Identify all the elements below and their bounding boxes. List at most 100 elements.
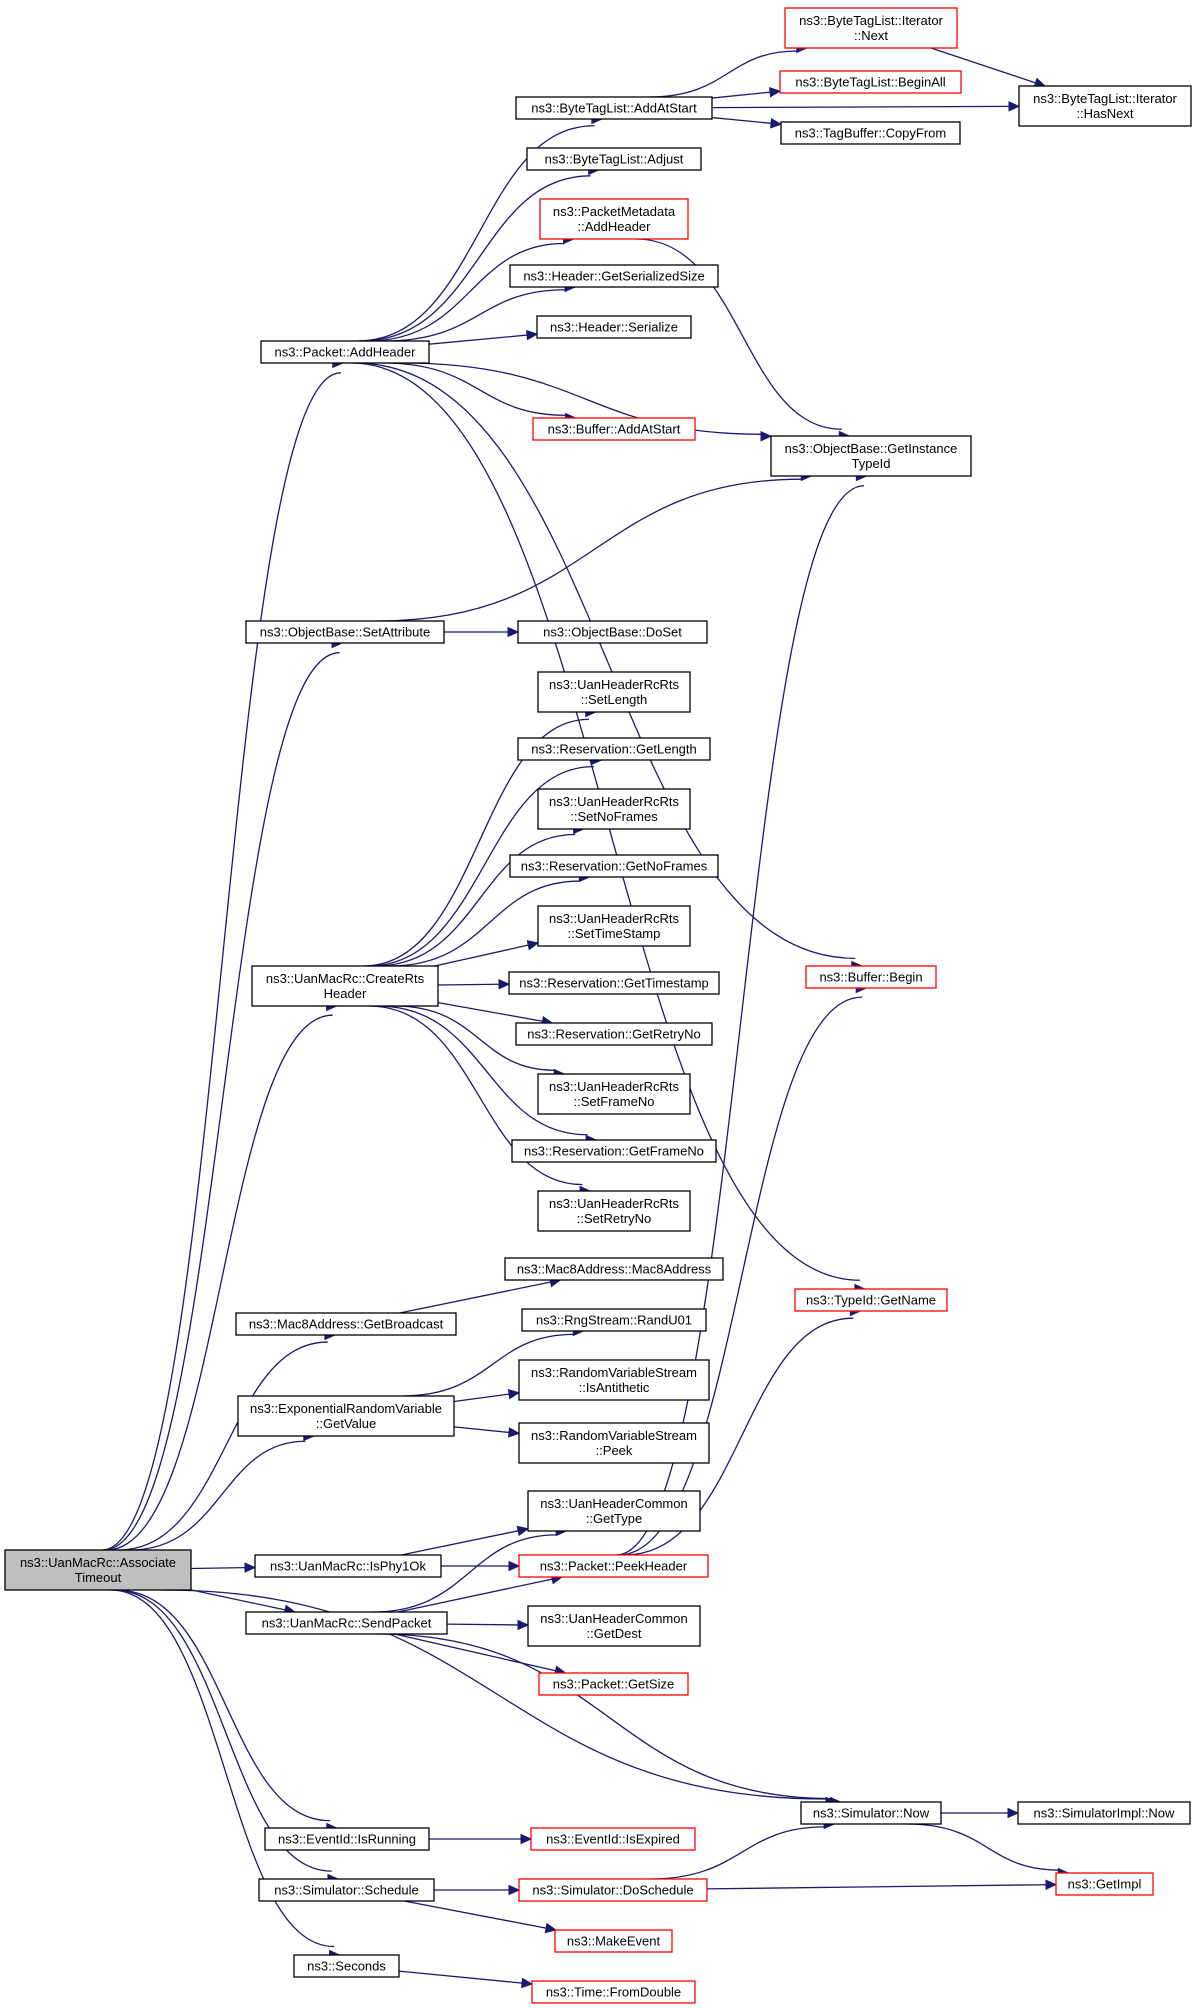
node-box[interactable] xyxy=(509,854,719,878)
node-packetgetsize[interactable]: ns3::Packet::GetSize xyxy=(538,1672,689,1696)
node-box[interactable] xyxy=(293,1954,400,1978)
node-setlength[interactable]: ns3::UanHeaderRcRts::SetLength xyxy=(537,671,691,713)
node-box[interactable] xyxy=(235,1312,457,1336)
node-box[interactable] xyxy=(1018,85,1192,127)
node-getnoframes[interactable]: ns3::Reservation::GetNoFrames xyxy=(509,854,719,878)
node-peekheader[interactable]: ns3::Packet::PeekHeader xyxy=(518,1554,709,1578)
node-box[interactable] xyxy=(518,1359,710,1401)
node-iternext[interactable]: ns3::ByteTagList::Iterator::Next xyxy=(784,7,958,49)
node-box[interactable] xyxy=(784,7,958,49)
node-isexpired[interactable]: ns3::EventId::IsExpired xyxy=(530,1827,696,1851)
node-box[interactable] xyxy=(258,1878,435,1902)
node-mac8address[interactable]: ns3::Mac8Address::Mac8Address xyxy=(504,1257,724,1281)
node-expgetvalue[interactable]: ns3::ExponentialRandomVariable::GetValue xyxy=(237,1395,455,1437)
node-adjust[interactable]: ns3::ByteTagList::Adjust xyxy=(526,147,702,171)
node-getframeno[interactable]: ns3::Reservation::GetFrameNo xyxy=(511,1139,717,1163)
node-box[interactable] xyxy=(770,435,972,477)
node-randu01[interactable]: ns3::RngStream::RandU01 xyxy=(521,1308,707,1332)
node-box[interactable] xyxy=(794,1288,948,1312)
node-box[interactable] xyxy=(509,264,719,288)
node-box[interactable] xyxy=(805,965,937,989)
node-rvspeek[interactable]: ns3::RandomVariableStream::Peek xyxy=(518,1422,710,1464)
node-box[interactable] xyxy=(504,1257,724,1281)
node-makeevent[interactable]: ns3::MakeEvent xyxy=(554,1929,673,1953)
node-box[interactable] xyxy=(537,1073,691,1115)
node-box[interactable] xyxy=(539,198,689,240)
node-getretryno[interactable]: ns3::Reservation::GetRetryNo xyxy=(515,1022,713,1046)
node-box[interactable] xyxy=(1017,1801,1191,1825)
node-box[interactable] xyxy=(518,1878,708,1902)
node-pmaddheader[interactable]: ns3::PacketMetadata::AddHeader xyxy=(539,198,689,240)
node-typeidgetname[interactable]: ns3::TypeId::GetName xyxy=(794,1288,948,1312)
node-seconds[interactable]: ns3::Seconds xyxy=(293,1954,400,1978)
node-doset[interactable]: ns3::ObjectBase::DoSet xyxy=(517,620,708,644)
node-box[interactable] xyxy=(254,1554,442,1578)
node-box[interactable] xyxy=(537,788,691,830)
node-setnoframes[interactable]: ns3::UanHeaderRcRts::SetNoFrames xyxy=(537,788,691,830)
node-box[interactable] xyxy=(532,417,696,441)
node-commongettype[interactable]: ns3::UanHeaderCommon::GetType xyxy=(527,1490,701,1532)
node-commongetdest[interactable]: ns3::UanHeaderCommon::GetDest xyxy=(527,1605,701,1647)
node-copyfrom[interactable]: ns3::TagBuffer::CopyFrom xyxy=(780,121,961,145)
node-bufaddatstart[interactable]: ns3::Buffer::AddAtStart xyxy=(532,417,696,441)
node-box[interactable] xyxy=(245,1611,448,1635)
node-box[interactable] xyxy=(4,1549,192,1591)
node-addatstart[interactable]: ns3::ByteTagList::AddAtStart xyxy=(515,96,713,120)
node-isrunning[interactable]: ns3::EventId::IsRunning xyxy=(264,1827,430,1851)
node-setretryno[interactable]: ns3::UanHeaderRcRts::SetRetryNo xyxy=(537,1190,691,1232)
node-box[interactable] xyxy=(800,1801,942,1825)
node-simschedule[interactable]: ns3::Simulator::Schedule xyxy=(258,1878,435,1902)
node-box[interactable] xyxy=(531,1980,696,2004)
node-box[interactable] xyxy=(260,340,430,364)
node-box[interactable] xyxy=(515,1022,713,1046)
node-box[interactable] xyxy=(515,96,713,120)
node-getbroadcast[interactable]: ns3::Mac8Address::GetBroadcast xyxy=(235,1312,457,1336)
node-isantithetic[interactable]: ns3::RandomVariableStream::IsAntithetic xyxy=(518,1359,710,1401)
node-box[interactable] xyxy=(517,620,708,644)
node-box[interactable] xyxy=(527,1490,701,1532)
node-setattribute[interactable]: ns3::ObjectBase::SetAttribute xyxy=(245,620,445,644)
node-box[interactable] xyxy=(537,671,691,713)
node-box[interactable] xyxy=(554,1929,673,1953)
node-fromdouble[interactable]: ns3::Time::FromDouble xyxy=(531,1980,696,2004)
node-getimpl[interactable]: ns3::GetImpl xyxy=(1055,1872,1154,1896)
node-settimestamp[interactable]: ns3::UanHeaderRcRts::SetTimeStamp xyxy=(537,905,691,947)
node-setframeno[interactable]: ns3::UanHeaderRcRts::SetFrameNo xyxy=(537,1073,691,1115)
node-addheader[interactable]: ns3::Packet::AddHeader xyxy=(260,340,430,364)
node-box[interactable] xyxy=(245,620,445,644)
node-box[interactable] xyxy=(521,1308,707,1332)
node-box[interactable] xyxy=(1055,1872,1154,1896)
node-box[interactable] xyxy=(526,147,702,171)
node-box[interactable] xyxy=(511,1139,717,1163)
node-box[interactable] xyxy=(779,70,962,94)
node-box[interactable] xyxy=(538,1672,689,1696)
node-doschedule[interactable]: ns3::Simulator::DoSchedule xyxy=(518,1878,708,1902)
node-sendpacket[interactable]: ns3::UanMacRc::SendPacket xyxy=(245,1611,448,1635)
node-gettimestamp[interactable]: ns3::Reservation::GetTimestamp xyxy=(508,971,720,995)
node-box[interactable] xyxy=(518,1422,710,1464)
node-box[interactable] xyxy=(251,965,439,1007)
node-box[interactable] xyxy=(780,121,961,145)
node-bufbegin[interactable]: ns3::Buffer::Begin xyxy=(805,965,937,989)
node-box[interactable] xyxy=(537,1190,691,1232)
node-getserializedsize[interactable]: ns3::Header::GetSerializedSize xyxy=(509,264,719,288)
node-box[interactable] xyxy=(508,971,720,995)
node-box[interactable] xyxy=(530,1827,696,1851)
node-simimplnow[interactable]: ns3::SimulatorImpl::Now xyxy=(1017,1801,1191,1825)
node-box[interactable] xyxy=(264,1827,430,1851)
node-box[interactable] xyxy=(536,315,692,339)
node-box[interactable] xyxy=(518,1554,709,1578)
node-box[interactable] xyxy=(237,1395,455,1437)
node-hasnext[interactable]: ns3::ByteTagList::Iterator::HasNext xyxy=(1018,85,1192,127)
node-box[interactable] xyxy=(527,1605,701,1647)
node-isphy1ok[interactable]: ns3::UanMacRc::IsPhy1Ok xyxy=(254,1554,442,1578)
node-beginall[interactable]: ns3::ByteTagList::BeginAll xyxy=(779,70,962,94)
node-hserialize[interactable]: ns3::Header::Serialize xyxy=(536,315,692,339)
node-getlength[interactable]: ns3::Reservation::GetLength xyxy=(517,737,711,761)
node-box[interactable] xyxy=(537,905,691,947)
node-simnow[interactable]: ns3::Simulator::Now xyxy=(800,1801,942,1825)
node-box[interactable] xyxy=(517,737,711,761)
